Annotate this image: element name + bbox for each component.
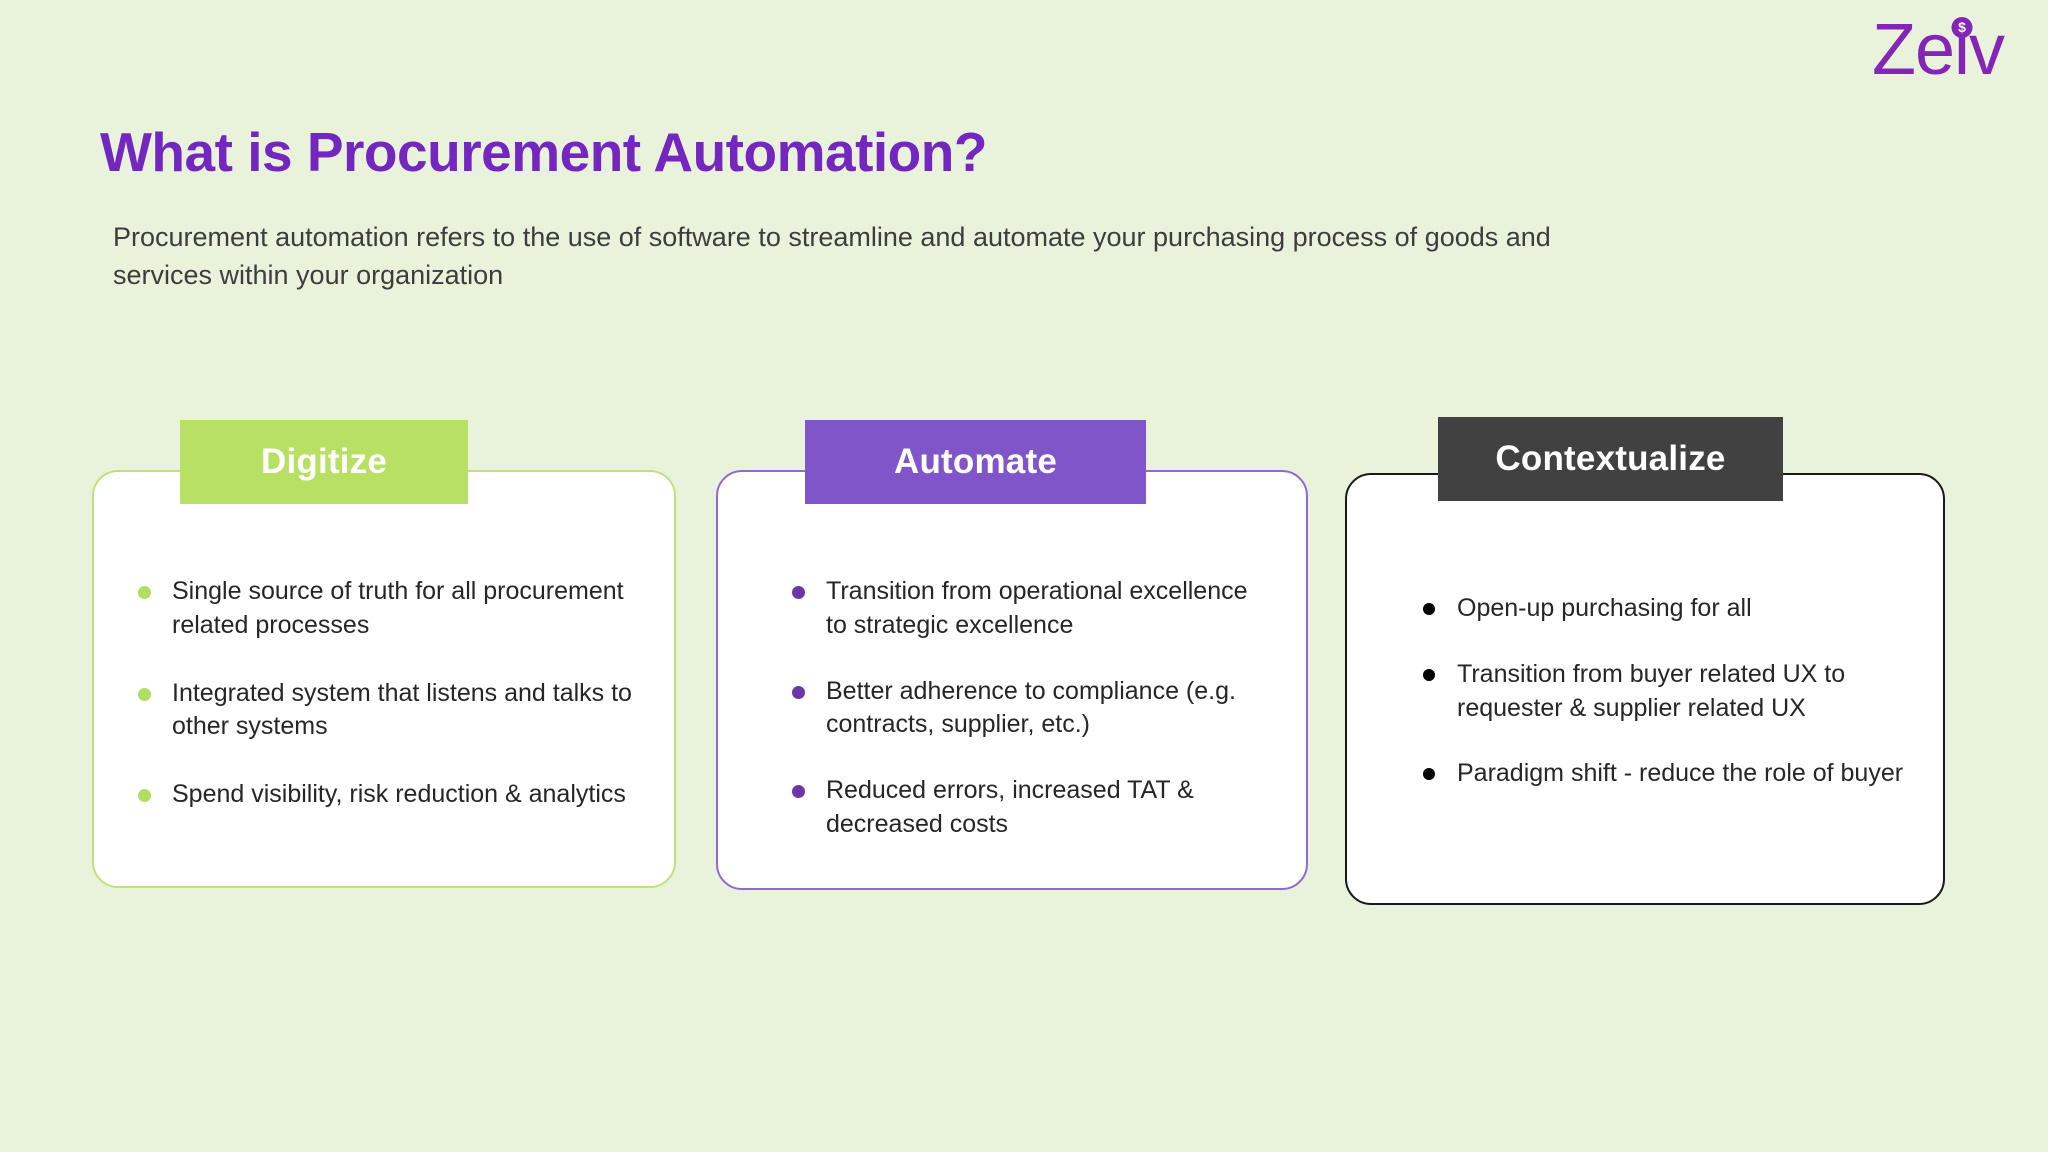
page-title: What is Procurement Automation? xyxy=(100,121,987,183)
logo-text-after: v xyxy=(1969,10,2005,90)
card-digitize-list: Single source of truth for all procureme… xyxy=(132,575,632,846)
brand-logo: Ze i $ v xyxy=(1871,10,2005,90)
list-item: Integrated system that listens and talks… xyxy=(132,677,632,745)
list-item-label: Better adherence to compliance (e.g. con… xyxy=(826,676,1236,739)
logo-letter-i: i $ xyxy=(1951,14,1972,86)
card-automate-header: Automate xyxy=(805,420,1146,504)
bullet-icon xyxy=(1423,668,1435,681)
list-item: Transition from operational excellence t… xyxy=(786,575,1256,643)
bullet-icon xyxy=(1423,768,1435,781)
list-item: Transition from buyer related UX to requ… xyxy=(1417,658,1917,726)
card-digitize: Single source of truth for all procureme… xyxy=(92,420,692,888)
list-item-label: Transition from operational excellence t… xyxy=(826,577,1248,639)
list-item: Better adherence to compliance (e.g. con… xyxy=(786,675,1256,743)
card-contextualize-list: Open-up purchasing for all Transition fr… xyxy=(1417,592,1917,823)
card-automate: Transition from operational excellence t… xyxy=(716,420,1316,890)
list-item-label: Paradigm shift - reduce the role of buye… xyxy=(1457,759,1904,788)
list-item-label: Open-up purchasing for all xyxy=(1457,594,1752,622)
bullet-icon xyxy=(792,785,805,798)
bullet-icon xyxy=(138,789,151,802)
list-item-label: Spend visibility, risk reduction & analy… xyxy=(172,780,626,808)
bullet-icon xyxy=(138,687,151,701)
list-item: Reduced errors, increased TAT & decrease… xyxy=(786,774,1256,842)
list-item: Single source of truth for all procureme… xyxy=(132,575,632,643)
list-item-label: Reduced errors, increased TAT & decrease… xyxy=(826,776,1194,838)
list-item-label: Single source of truth for all procureme… xyxy=(172,577,624,639)
bullet-icon xyxy=(792,685,805,699)
list-item-label: Integrated system that listens and talks… xyxy=(172,678,632,741)
card-contextualize-header: Contextualize xyxy=(1438,417,1783,501)
list-item-label: Transition from buyer related UX to requ… xyxy=(1457,659,1846,722)
logo-text-before: Ze xyxy=(1871,10,1955,90)
bullet-icon xyxy=(792,586,805,599)
bullet-icon xyxy=(138,586,151,599)
card-contextualize: Open-up purchasing for all Transition fr… xyxy=(1345,417,1965,907)
bullet-icon xyxy=(1423,603,1435,615)
list-item: Paradigm shift - reduce the role of buye… xyxy=(1417,757,1917,791)
list-item: Spend visibility, risk reduction & analy… xyxy=(132,778,632,812)
card-automate-body xyxy=(716,470,1308,890)
page-subtitle: Procurement automation refers to the use… xyxy=(113,222,1551,291)
card-automate-list: Transition from operational excellence t… xyxy=(786,575,1256,874)
card-digitize-header: Digitize xyxy=(180,420,468,504)
list-item: Open-up purchasing for all xyxy=(1417,592,1917,626)
dollar-sign-icon: $ xyxy=(1951,17,1972,38)
